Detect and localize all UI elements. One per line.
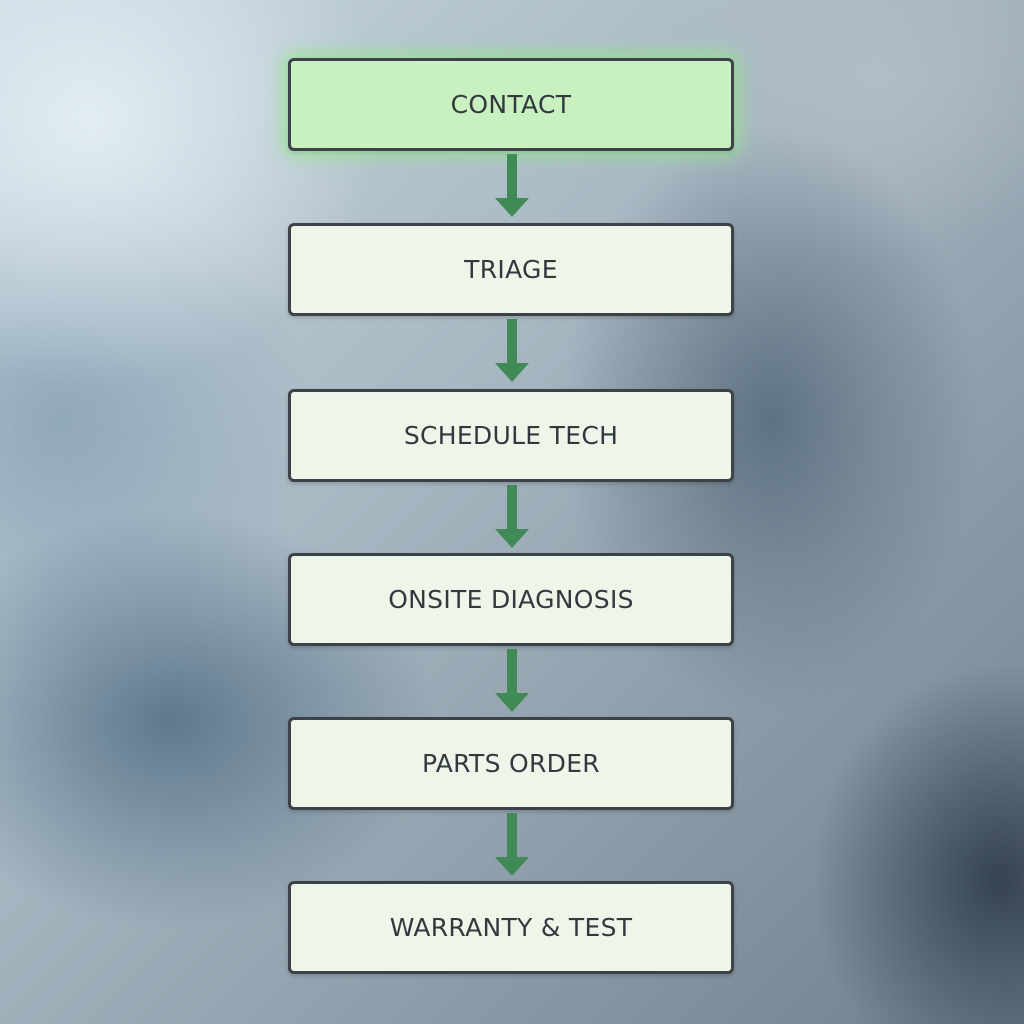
step-warranty-test[interactable]: WARRANTY & TEST [288, 881, 734, 974]
step-contact[interactable]: CONTACT [288, 58, 734, 151]
step-label: PARTS ORDER [422, 749, 600, 778]
step-onsite-diagnosis[interactable]: ONSITE DIAGNOSIS [288, 553, 734, 646]
step-triage[interactable]: TRIAGE [288, 223, 734, 316]
arrow-down-icon [495, 485, 529, 548]
step-label: WARRANTY & TEST [389, 913, 633, 942]
step-schedule-tech[interactable]: SCHEDULE TECH [288, 389, 734, 482]
arrow-down-icon [495, 649, 529, 712]
step-label: CONTACT [450, 90, 572, 119]
arrow-down-icon [495, 154, 529, 217]
step-parts-order[interactable]: PARTS ORDER [288, 717, 734, 810]
arrow-down-icon [495, 319, 529, 382]
arrow-down-icon [495, 813, 529, 876]
step-label: SCHEDULE TECH [403, 421, 619, 450]
step-label: ONSITE DIAGNOSIS [388, 585, 634, 614]
step-label: TRIAGE [464, 255, 558, 284]
